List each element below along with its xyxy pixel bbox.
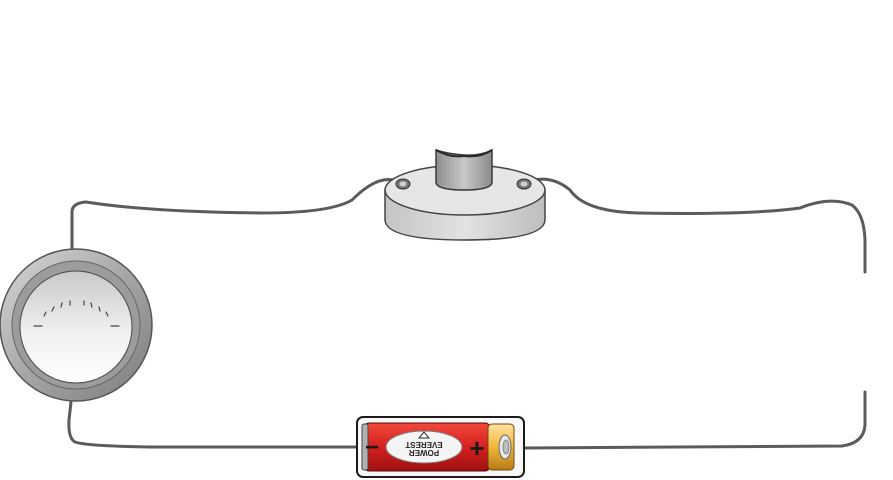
- socket-tube: [435, 148, 493, 191]
- wire-socket-to-right: [522, 177, 867, 274]
- meter-scale: [33, 300, 120, 327]
- battery-brand-line2: POWER: [409, 448, 439, 457]
- battery-logo-icon: [417, 431, 431, 439]
- wires: [67, 177, 867, 450]
- socket-tube-rim: [435, 149, 493, 158]
- socket-terminal-right: [516, 178, 532, 190]
- battery-plus-sign: +: [469, 433, 484, 463]
- wire-meter-to-socket: [70, 178, 404, 252]
- meter-face: [19, 270, 133, 384]
- battery-minus-sign: −: [365, 434, 379, 461]
- battery-minus-end: [361, 423, 369, 471]
- socket-terminal-left: [395, 178, 411, 190]
- battery-label: [385, 430, 463, 464]
- battery-brand-line1: EVEREST: [405, 440, 442, 449]
- analog-meter: [0, 248, 153, 402]
- battery-nub-inner: [502, 439, 510, 455]
- battery: EVEREST POWER − +: [356, 416, 525, 478]
- wire-battery-to-meter: [67, 400, 360, 449]
- lamp-socket: [384, 148, 546, 241]
- wire-right-lower: [522, 390, 867, 450]
